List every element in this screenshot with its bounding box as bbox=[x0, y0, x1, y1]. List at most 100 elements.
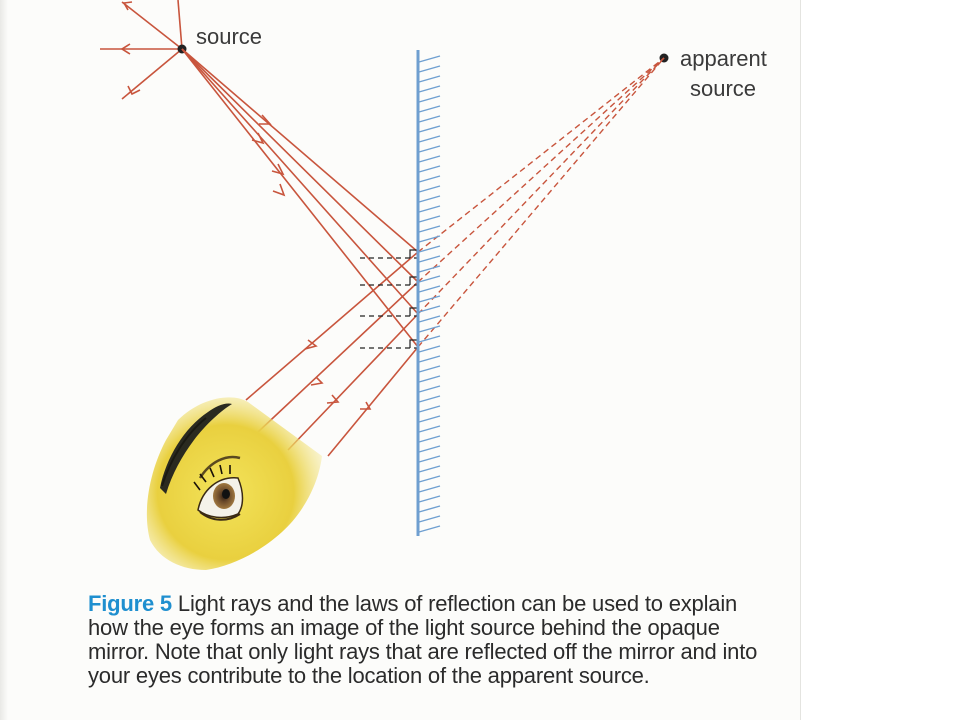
incident-ray-3 bbox=[181, 48, 419, 315]
eyelashes bbox=[193, 464, 231, 491]
virtual-ray-1 bbox=[417, 57, 665, 253]
incident-ray-4 bbox=[181, 48, 419, 348]
mirror-hatch-line bbox=[418, 305, 441, 313]
right-angle-mark-1 bbox=[409, 249, 418, 258]
reflected-ray-2 bbox=[257, 281, 419, 433]
incident-arrow-1 bbox=[259, 114, 272, 125]
incident-arrow-3 bbox=[271, 163, 285, 176]
mirror-hatch-line bbox=[418, 515, 441, 523]
scatter-ray-2 bbox=[177, 0, 183, 50]
mirror-hatch-line bbox=[418, 115, 441, 123]
scatter-arrow-3 bbox=[120, 43, 131, 55]
mirror-hatch-line bbox=[418, 365, 441, 373]
mirror-hatch-line bbox=[418, 495, 441, 503]
mirror-hatch-line bbox=[418, 235, 441, 243]
mirror-hatch-line bbox=[418, 435, 441, 443]
mirror-hatching bbox=[418, 55, 441, 533]
right-angle-mark-3 bbox=[409, 307, 418, 316]
mirror-hatch-line bbox=[418, 95, 441, 103]
incident-rays bbox=[181, 48, 419, 348]
scatter-arrow-4 bbox=[127, 85, 141, 96]
incident-arrow-4 bbox=[272, 183, 286, 197]
mirror-hatch-line bbox=[418, 465, 441, 473]
reflected-rays bbox=[245, 251, 419, 457]
incident-ray-2 bbox=[181, 48, 419, 283]
right-angle-mark-2 bbox=[409, 276, 418, 285]
source-scatter-rays bbox=[100, 0, 183, 100]
normal-lines bbox=[360, 249, 418, 349]
virtual-rays bbox=[417, 57, 665, 348]
mirror-hatch-line bbox=[418, 385, 441, 393]
reflected-ray-1 bbox=[245, 251, 419, 401]
eyebrow bbox=[160, 403, 232, 494]
reflected-arrow-1 bbox=[304, 339, 318, 350]
mirror-hatch-line bbox=[418, 225, 441, 233]
reflected-arrow-3 bbox=[326, 394, 340, 404]
scatter-ray-4 bbox=[121, 48, 183, 100]
mirror-hatch-line bbox=[418, 265, 441, 273]
right-angle-mark-4 bbox=[409, 339, 418, 348]
mirror-hatch-line bbox=[418, 165, 441, 173]
virtual-ray-3 bbox=[417, 57, 665, 315]
virtual-ray-2 bbox=[417, 57, 665, 283]
apparent-source-label-line1: apparent bbox=[680, 46, 767, 71]
lower-lid bbox=[199, 511, 241, 521]
figure-caption: Figure 5 Light rays and the laws of refl… bbox=[88, 592, 758, 688]
mirror-hatch-line bbox=[418, 295, 441, 303]
mirror-hatch-line bbox=[418, 405, 441, 413]
mirror-hatch-line bbox=[418, 325, 441, 333]
mirror-hatch-line bbox=[418, 65, 441, 73]
reflected-ray-3 bbox=[287, 313, 419, 451]
scatter-ray-1 bbox=[121, 1, 183, 50]
mirror-hatch-line bbox=[418, 375, 441, 383]
eyelid-crease bbox=[198, 455, 241, 479]
mirror-hatch-line bbox=[418, 285, 441, 293]
apparent-source-label-line2: source bbox=[690, 76, 756, 101]
mirror-hatch-line bbox=[418, 195, 441, 203]
mirror-hatch-line bbox=[418, 135, 441, 143]
mirror-hatch-line bbox=[418, 185, 441, 193]
mirror-hatch-line bbox=[418, 445, 441, 453]
incident-ray-1 bbox=[181, 48, 419, 253]
mirror-hatch-line bbox=[418, 255, 441, 263]
pupil bbox=[222, 489, 230, 499]
incident-arrow-2 bbox=[251, 132, 265, 145]
mirror-hatch-line bbox=[418, 505, 441, 513]
mirror-hatch-line bbox=[418, 485, 441, 493]
mirror-hatch-line bbox=[418, 245, 441, 253]
mirror-hatch-line bbox=[418, 335, 441, 343]
reflected-arrow-4 bbox=[360, 401, 372, 410]
mirror-hatch-line bbox=[418, 275, 441, 283]
eyebrow-stroke bbox=[161, 417, 207, 487]
mirror-hatch-line bbox=[418, 175, 441, 183]
mirror-hatch-line bbox=[418, 475, 441, 483]
mirror-hatch-line bbox=[418, 345, 441, 353]
eye-illustration bbox=[146, 397, 322, 570]
mirror-hatch-line bbox=[418, 85, 441, 93]
page-background bbox=[800, 0, 801, 720]
source-label: source bbox=[196, 24, 262, 49]
mirror-hatch-line bbox=[418, 215, 441, 223]
mirror-hatch-line bbox=[418, 145, 441, 153]
mirror-hatch-line bbox=[418, 455, 441, 463]
mirror-hatch-line bbox=[418, 75, 441, 83]
mirror-hatch-line bbox=[418, 155, 441, 163]
mirror-hatch-line bbox=[418, 395, 441, 403]
caption-text: Light rays and the laws of reflection ca… bbox=[88, 591, 758, 688]
mirror-hatch-line bbox=[418, 315, 441, 323]
mirror-hatch-line bbox=[418, 525, 441, 533]
mirror-hatch-line bbox=[418, 55, 441, 63]
figure-label: Figure 5 bbox=[88, 591, 172, 616]
reflected-ray-4 bbox=[327, 346, 419, 457]
reflection-diagram: source apparent source bbox=[100, 0, 767, 570]
virtual-ray-4 bbox=[417, 57, 665, 348]
page-edge-shadow bbox=[0, 0, 8, 720]
mirror-hatch-line bbox=[418, 425, 441, 433]
reflected-arrow-2 bbox=[310, 376, 324, 386]
mirror bbox=[416, 50, 441, 536]
mirror-hatch-line bbox=[418, 415, 441, 423]
mirror-hatch-line bbox=[418, 355, 441, 363]
mirror-hatch-line bbox=[418, 105, 441, 113]
mirror-hatch-line bbox=[418, 125, 441, 133]
